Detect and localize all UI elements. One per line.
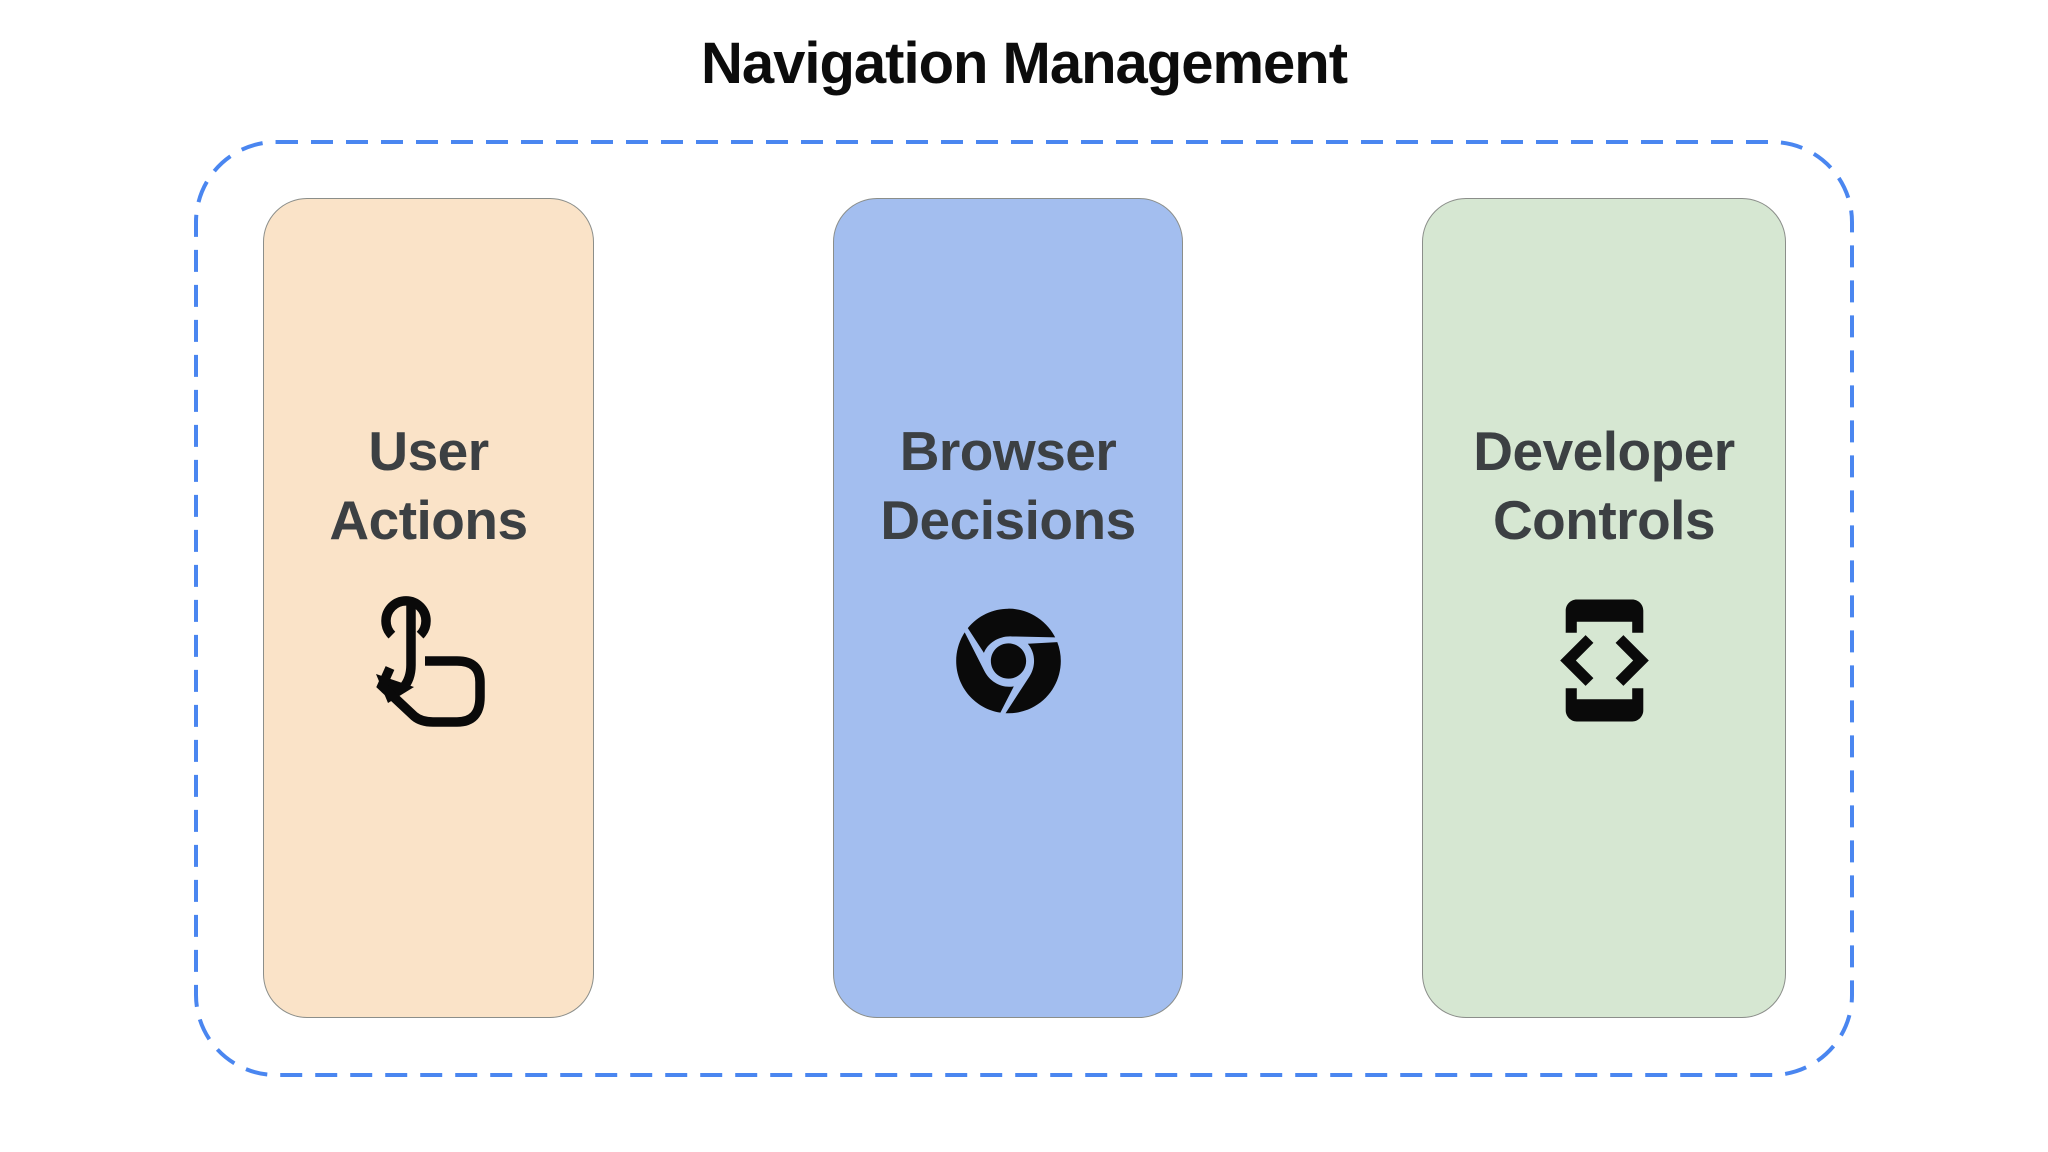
diagram-title: Navigation Management	[700, 31, 1348, 96]
developer-mode-icon	[1559, 599, 1649, 722]
chrome-icon	[955, 608, 1061, 713]
card-label-line: Controls	[1492, 489, 1716, 552]
card-label-line: Browser	[899, 420, 1117, 482]
card-developer-controls-label: Developer Controls	[1473, 417, 1735, 556]
card-label-line: Decisions	[880, 489, 1136, 552]
card-user-actions-label: User Actions	[329, 417, 528, 556]
card-developer-controls: Developer Controls	[1422, 198, 1786, 1018]
card-user-actions: User Actions	[263, 198, 594, 1018]
card-icon-slot	[1538, 590, 1671, 732]
card-label-line: Actions	[329, 489, 528, 552]
card-label-line: Developer	[1473, 420, 1735, 482]
card-label-line: User	[368, 420, 489, 482]
card-browser-decisions-label: Browser Decisions	[880, 417, 1136, 556]
dashed-boundary-rect	[194, 140, 1854, 1077]
card-icon-slot	[373, 590, 485, 732]
card-browser-decisions: Browser Decisions	[833, 198, 1183, 1018]
card-icon-slot	[955, 590, 1061, 732]
tap-gesture-icon	[375, 595, 485, 727]
